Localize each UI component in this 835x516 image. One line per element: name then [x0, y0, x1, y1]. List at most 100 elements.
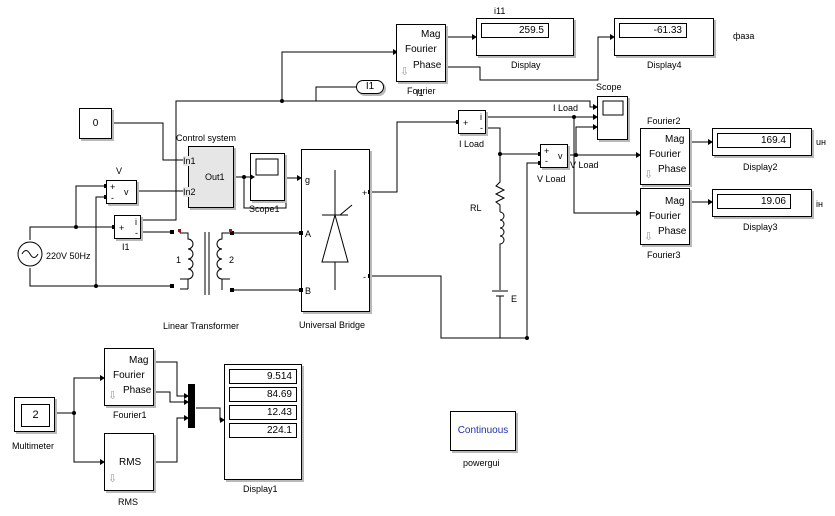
iload-minus: - — [480, 123, 483, 133]
arrowhead — [593, 114, 598, 120]
arrowhead — [184, 415, 189, 421]
display3-value: 19.06 — [717, 194, 791, 209]
port — [230, 231, 234, 235]
arrowhead — [636, 152, 641, 158]
fourier3-mag-label: Mag — [665, 196, 685, 207]
download-arrow-icon: ⇩ — [108, 473, 118, 485]
fourier2-name: Fourier2 — [647, 116, 681, 126]
display2-block[interactable]: 169.4 — [712, 128, 812, 156]
arrowhead — [297, 175, 302, 181]
i-load-block[interactable]: + i - — [458, 110, 486, 134]
i-load-name: I Load — [459, 139, 485, 149]
annotation-phase: фаза — [733, 31, 755, 41]
goto-i1-tag[interactable]: I1 — [356, 80, 384, 94]
display4-block[interactable]: -61.33 — [614, 18, 714, 56]
scope1-name: Scope1 — [249, 204, 280, 214]
scope1-block[interactable] — [250, 153, 285, 201]
wire-source-bottom — [29, 268, 172, 287]
thyristor-icon — [321, 170, 353, 290]
fourier3-block[interactable]: Mag Fourier Phase ⇩ — [640, 188, 690, 245]
display1-value-3: 224.1 — [229, 423, 297, 438]
ammeter-i1-name: I1 — [122, 242, 130, 252]
voltmeter-block[interactable]: + - v — [106, 180, 137, 204]
powergui-continuous-label: Continuous — [457, 425, 509, 436]
wire-bridge-plus — [370, 121, 458, 193]
ac-source-icon[interactable] — [17, 241, 43, 267]
iload-plus: + — [463, 118, 469, 128]
line-mm-fourier1 — [55, 377, 104, 414]
display2-value: 169.4 — [717, 133, 791, 148]
transformer-block[interactable] — [172, 226, 234, 298]
fourier-fourier-label: Fourier — [405, 44, 437, 55]
download-arrow-icon: ⇩ — [644, 231, 654, 243]
vload-minus: - — [545, 156, 548, 166]
arrowhead — [610, 34, 615, 40]
rms-label: RMS — [119, 457, 142, 468]
line-i1-scope — [282, 100, 597, 108]
resistor-icon — [494, 178, 506, 212]
multimeter-name: Multimeter — [12, 441, 55, 451]
multimeter-value: 2 — [32, 409, 39, 421]
display-name: Display — [511, 60, 541, 70]
port — [170, 284, 174, 288]
arrowhead — [220, 417, 225, 423]
multimeter-inner: 2 — [21, 404, 50, 427]
display4-name: Display4 — [647, 60, 682, 70]
source-name: 220V 50Hz — [46, 251, 91, 261]
bridge-port-b: B — [305, 286, 312, 296]
powergui-block[interactable]: Continuous — [450, 411, 516, 451]
voltmeter-minus: - — [111, 193, 114, 203]
display1-value-1: 84.69 — [229, 387, 297, 402]
signal-label-i1: I1 — [416, 88, 424, 98]
ammeter-minus: - — [135, 228, 138, 238]
fourier1-fourier-label: Fourier — [113, 370, 145, 381]
arrowhead — [472, 34, 477, 40]
transformer-icon[interactable] — [179, 232, 230, 295]
universal-bridge-block[interactable]: g A B + - — [301, 149, 370, 312]
mux-block[interactable] — [188, 384, 195, 428]
fourier-block-top[interactable]: Mag Fourier Phase ⇩ — [396, 24, 446, 82]
line-vload-scope — [575, 126, 597, 155]
dc-source-block[interactable] — [490, 280, 512, 310]
bridge-name: Universal Bridge — [299, 320, 366, 330]
ammeter-i1-block[interactable]: + i - — [114, 215, 141, 239]
control-system-name: Control system — [176, 133, 237, 143]
arrowhead — [393, 49, 398, 55]
display1-name: Display1 — [243, 484, 278, 494]
multimeter-block[interactable]: 2 — [14, 397, 55, 432]
wire-source-top — [29, 226, 114, 240]
fourier2-mag-label: Mag — [665, 134, 685, 145]
arrowhead — [708, 139, 713, 145]
voltmeter-port: v — [124, 187, 129, 197]
v-load-block[interactable]: + - v — [540, 144, 568, 168]
in2-port-label: In2 — [183, 187, 196, 197]
line-f1-phase-mux — [154, 391, 188, 403]
junction-dot — [94, 284, 98, 288]
line-i1-goto — [282, 86, 356, 102]
battery-icon — [492, 274, 508, 318]
bridge-port-plus: + — [362, 188, 368, 198]
bridge-port-a: A — [305, 229, 312, 239]
rms-block[interactable]: RMS ⇩ — [104, 433, 154, 491]
e-source-name: E — [511, 294, 518, 304]
fourier1-mag-label: Mag — [129, 355, 149, 366]
scope-block[interactable] — [597, 96, 628, 140]
line-phase-display4 — [446, 36, 614, 81]
download-arrow-icon: ⇩ — [400, 66, 410, 78]
display-block[interactable]: 259.5 — [476, 18, 574, 56]
display3-block[interactable]: 19.06 — [712, 189, 812, 217]
ammeter-port: i — [135, 217, 137, 227]
bridge-port-g: g — [305, 175, 311, 185]
in1-port-label: In1 — [183, 156, 196, 166]
display1-block[interactable]: 9.514 84.69 12.43 224.1 — [224, 364, 302, 480]
control-system-block[interactable]: In1 In2 Out1 — [183, 146, 234, 208]
fourier2-block[interactable]: Mag Fourier Phase ⇩ — [640, 128, 690, 185]
constant-block[interactable]: 0 — [79, 108, 112, 139]
rl-load-block[interactable] — [490, 175, 512, 275]
display3-name: Display3 — [743, 222, 778, 232]
transformer-winding-2: 2 — [229, 255, 235, 265]
fourier3-phase-label: Phase — [658, 226, 687, 237]
arrowhead — [636, 210, 641, 216]
fourier1-block[interactable]: Mag Fourier Phase ⇩ — [104, 348, 154, 406]
wire-vload-minus — [526, 162, 540, 338]
